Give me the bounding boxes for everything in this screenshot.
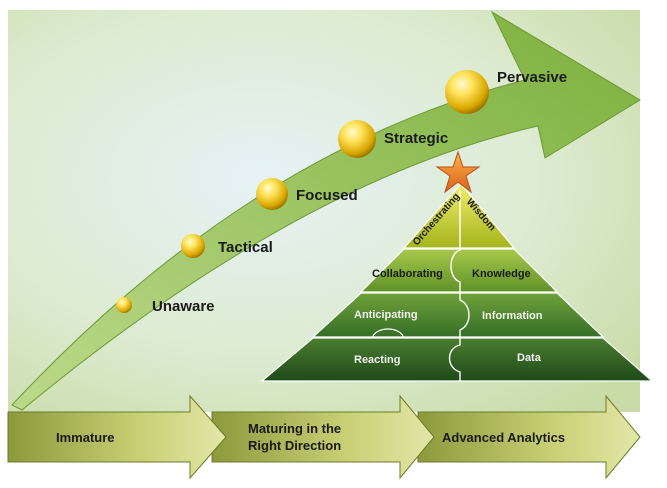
pyramid-level-information (311, 292, 605, 338)
bottom-arrows (7, 394, 641, 480)
bead-tactical (181, 234, 205, 258)
bead-unaware (116, 297, 132, 313)
pyramid-label-data: Data (517, 352, 542, 364)
stage-label-pervasive: Pervasive (497, 69, 567, 86)
stage-label-unaware: Unaware (152, 298, 215, 315)
bottom-arrow-maturing (211, 394, 435, 480)
bead-focused (256, 178, 288, 210)
bottom-label-advanced-analytics: Advanced Analytics (442, 430, 565, 445)
maturity-beads (116, 70, 489, 313)
bottom-label-immature: Immature (56, 430, 115, 445)
pyramid-label-collaborating: Collaborating (372, 268, 443, 280)
pyramid-label-anticipating: Anticipating (354, 309, 418, 321)
bead-strategic (338, 120, 376, 158)
stage-label-strategic: Strategic (384, 130, 448, 147)
pyramid-puzzle-tab-left (371, 328, 405, 339)
star-icon (435, 150, 481, 194)
pyramid-puzzle-divider (448, 190, 470, 381)
pyramid-level-knowledge (359, 248, 559, 293)
pyramid-level-data (260, 337, 654, 382)
stage-label-tactical: Tactical (218, 239, 273, 256)
pyramid (260, 183, 654, 382)
pyramid-label-information: Information (482, 310, 543, 322)
pyramid-label-reacting: Reacting (354, 354, 400, 366)
pyramid-label-knowledge: Knowledge (472, 268, 531, 280)
bead-pervasive (445, 70, 489, 114)
bottom-arrow-advanced-analytics (417, 394, 641, 480)
stage-label-focused: Focused (296, 187, 358, 204)
bottom-label-maturing: Maturing in the Right Direction (248, 421, 345, 453)
bottom-arrow-immature (7, 394, 227, 480)
pyramid-level-wisdom (402, 183, 516, 249)
